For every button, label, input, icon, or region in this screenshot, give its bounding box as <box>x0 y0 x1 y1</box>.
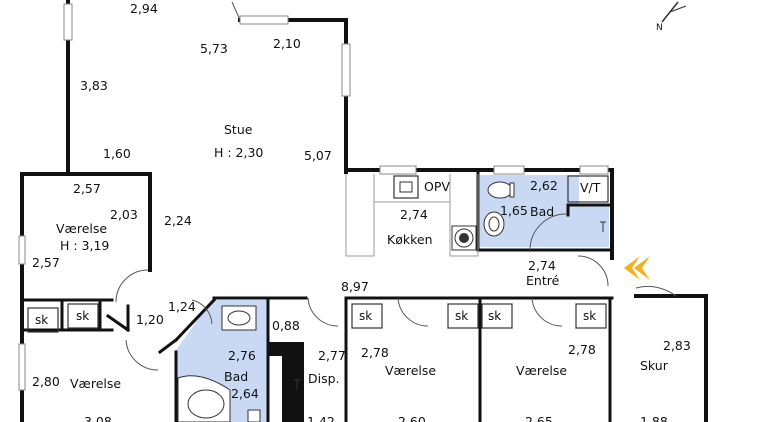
compass-north-label: N <box>656 23 663 33</box>
washbasin-icon <box>221 305 257 331</box>
vt-fill <box>568 205 609 247</box>
room-bad-top-name: Bad <box>530 204 554 219</box>
room-opv-name: OPV <box>424 179 450 194</box>
room-vaerelse-left-name: Værelse <box>56 221 107 236</box>
dim-label: 3,83 <box>80 78 108 93</box>
bathtub-icon <box>177 375 231 422</box>
toilet-icon <box>487 181 515 199</box>
door-swings <box>115 1 677 371</box>
closet-label: sk <box>583 309 596 323</box>
dim-label: 2,94 <box>130 1 158 16</box>
room-vaerelse-bottom-left-name: Værelse <box>70 376 121 391</box>
dim-label: 1,60 <box>103 146 131 161</box>
room-vt-name: V/T <box>580 180 601 195</box>
stove-icon <box>451 225 477 251</box>
dim-label: 2,76 <box>228 348 256 363</box>
dim-label: 2,78 <box>568 342 596 357</box>
closet-label: sk <box>455 309 468 323</box>
room-vaerelse-mid1-name: Værelse <box>385 363 436 378</box>
dim-label: 2,78 <box>361 345 389 360</box>
dim-label: 1,20 <box>136 312 164 327</box>
dim-label: 2,57 <box>32 255 60 270</box>
dim-label: 2,60 <box>398 414 426 422</box>
room-koekken-name: Køkken <box>387 232 433 247</box>
closet-label: sk <box>35 313 48 327</box>
dim-label: 2,64 <box>231 386 259 401</box>
dim-label: 2,65 <box>525 414 553 422</box>
closet-label: sk <box>359 309 372 323</box>
dim-label: 2,62 <box>530 178 558 193</box>
room-stue-height: H : 2,30 <box>214 145 263 160</box>
dim-label: 3,08 <box>84 414 112 422</box>
tap-icon <box>294 379 300 390</box>
room-entre-dim: 2,74 <box>528 258 556 273</box>
dim-label: 8,97 <box>341 279 369 294</box>
closet-label: sk <box>76 309 89 323</box>
closet-boxes <box>27 175 609 333</box>
windows <box>18 3 609 391</box>
dim-label: 5,73 <box>200 41 228 56</box>
room-stue-name: Stue <box>224 122 253 137</box>
dim-label: 2,57 <box>73 181 101 196</box>
dim-label: 0,88 <box>272 318 300 333</box>
entrance-arrow-icon <box>624 256 640 280</box>
kitchen-sink-icon <box>393 175 419 199</box>
dim-label: 2,03 <box>110 207 138 222</box>
dim-label: 1,24 <box>168 299 196 314</box>
dim-label: 2,10 <box>273 36 301 51</box>
room-entre-name: Entré <box>526 273 560 288</box>
disp-wall <box>268 342 304 422</box>
compass-icon: N <box>656 1 687 33</box>
dim-label: 1,42 <box>307 414 335 422</box>
dim-label: 2,80 <box>32 374 60 389</box>
room-vaerelse-left-height: H : 3,19 <box>60 238 109 253</box>
dim-label: 1,88 <box>640 414 668 422</box>
dim-label: 2,77 <box>318 348 346 363</box>
toilet-icon <box>247 409 261 422</box>
room-disp-name: Disp. <box>308 371 340 386</box>
kitchen-counter <box>345 174 479 257</box>
room-koekken-dim: 2,74 <box>400 207 428 222</box>
dim-label: 2,24 <box>164 213 192 228</box>
dim-label: 1,65 <box>500 203 528 218</box>
dim-label: 5,07 <box>304 148 332 163</box>
washbasin-icon <box>483 211 505 237</box>
room-vaerelse-mid2-name: Værelse <box>516 363 567 378</box>
dim-label: 2,83 <box>663 338 691 353</box>
room-bad-bottom-name: Bad <box>224 369 248 384</box>
closet-label: sk <box>488 309 501 323</box>
room-skur-name: Skur <box>640 358 669 373</box>
tap-icon <box>600 221 606 232</box>
